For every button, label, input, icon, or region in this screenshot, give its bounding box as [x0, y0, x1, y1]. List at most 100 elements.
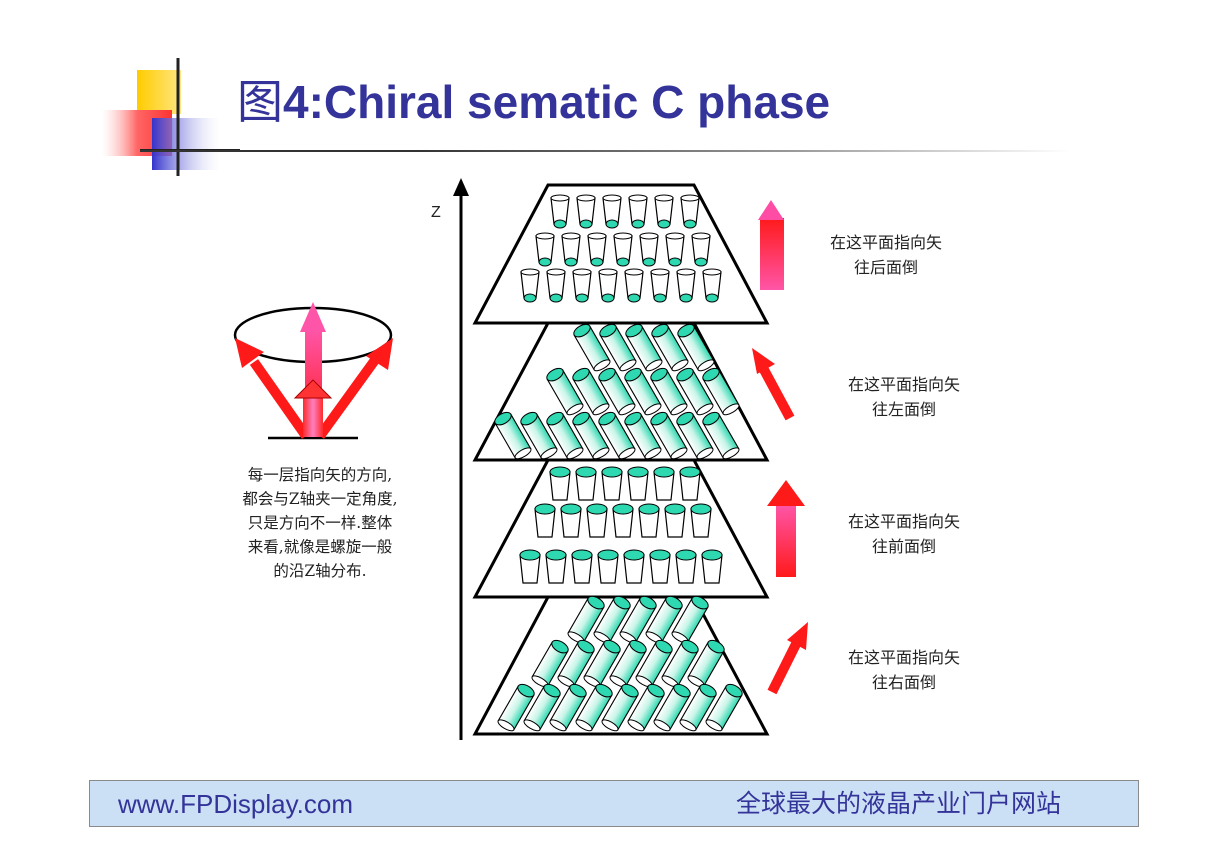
cone-illustration: [233, 302, 393, 440]
molecule: [534, 503, 556, 538]
molecule: [654, 194, 674, 229]
molecule: [679, 466, 701, 501]
molecule: [624, 367, 662, 416]
molecule: [625, 323, 663, 372]
molecule: [705, 683, 743, 732]
molecule: [576, 194, 596, 229]
molecule: [624, 268, 644, 303]
molecule: [650, 367, 688, 416]
director-arrow-right: [315, 338, 393, 439]
logo-blue-square: [152, 118, 220, 170]
description-line: 每一层指向矢的方向,: [247, 466, 393, 484]
molecule: [676, 268, 696, 303]
molecule: [609, 639, 647, 688]
molecule: [680, 194, 700, 229]
molecule: [546, 268, 566, 303]
molecule: [677, 323, 715, 372]
layer-arrow-front: [767, 480, 805, 577]
molecule: [550, 194, 570, 229]
molecule: [519, 549, 541, 584]
molecule: [701, 549, 723, 584]
molecule: [645, 595, 683, 644]
molecule: [583, 639, 621, 688]
molecule: [676, 367, 714, 416]
molecule: [549, 466, 571, 501]
molecule: [601, 466, 623, 501]
molecule: [598, 268, 618, 303]
logo-yellow-square: [137, 70, 181, 114]
molecule: [557, 639, 595, 688]
molecule: [628, 194, 648, 229]
molecule: [612, 503, 634, 538]
molecule: [494, 411, 532, 460]
molecule: [531, 639, 569, 688]
layer-note-left: 在这平面指向矢往左面倒: [847, 375, 960, 419]
molecule: [691, 232, 711, 267]
molecule: [599, 323, 637, 372]
layer-note-back: 在这平面指向矢往后面倒: [829, 233, 942, 277]
description-text: 每一层指向矢的方向, 都会与Z轴夹一定角度, 只是方向不一样.整体 来看,就像是…: [210, 463, 430, 583]
molecule: [687, 639, 725, 688]
molecule: [497, 683, 535, 732]
molecule: [560, 503, 582, 538]
molecule: [653, 466, 675, 501]
molecules: [494, 194, 743, 732]
molecule: [586, 503, 608, 538]
molecule: [702, 411, 740, 460]
footer-tagline: 全球最大的液晶产业门户网站: [736, 789, 1062, 818]
molecule: [572, 411, 610, 460]
molecule: [587, 232, 607, 267]
molecule: [546, 411, 584, 460]
molecule: [702, 268, 722, 303]
molecule: [651, 323, 689, 372]
molecule: [593, 595, 631, 644]
molecule: [676, 411, 714, 460]
layer-arrow-left: [752, 348, 795, 421]
molecule: [653, 683, 691, 732]
molecule: [520, 268, 540, 303]
footer-bar: [89, 780, 1139, 827]
molecule: [702, 367, 740, 416]
director-arrow-left: [235, 338, 311, 439]
layer-note-right: 在这平面指向矢往右面倒: [847, 648, 960, 692]
molecule: [575, 466, 597, 501]
molecule: [545, 549, 567, 584]
molecule: [575, 683, 613, 732]
molecule: [623, 549, 645, 584]
molecule: [679, 683, 717, 732]
molecule: [601, 683, 639, 732]
molecule: [597, 549, 619, 584]
molecule: [638, 503, 660, 538]
molecule: [661, 639, 699, 688]
molecule: [546, 367, 584, 416]
description-line: 都会与Z轴夹一定角度,: [242, 490, 398, 508]
director-arrow-front: [293, 379, 333, 437]
molecule: [572, 268, 592, 303]
molecule: [627, 466, 649, 501]
molecule: [627, 683, 665, 732]
description-line: 来看,就像是螺旋一般: [247, 538, 393, 556]
layer-note-front: 在这平面指向矢往前面倒: [847, 512, 960, 556]
molecule: [598, 411, 636, 460]
molecule: [650, 411, 688, 460]
layer-arrow-right: [767, 622, 808, 695]
molecule: [639, 232, 659, 267]
molecule: [549, 683, 587, 732]
molecule: [573, 323, 611, 372]
molecule: [650, 268, 670, 303]
molecule: [572, 367, 610, 416]
molecule: [664, 503, 686, 538]
molecule: [649, 549, 671, 584]
molecule: [567, 595, 605, 644]
molecule: [613, 232, 633, 267]
z-axis: [453, 178, 469, 740]
description-line: 只是方向不一样.整体: [247, 514, 393, 532]
molecule: [602, 194, 622, 229]
molecule: [624, 411, 662, 460]
layer-arrow-back: [758, 200, 784, 290]
molecule: [561, 232, 581, 267]
footer-url[interactable]: www.FPDisplay.com: [118, 789, 354, 819]
molecule: [690, 503, 712, 538]
molecule: [675, 549, 697, 584]
molecule: [598, 367, 636, 416]
